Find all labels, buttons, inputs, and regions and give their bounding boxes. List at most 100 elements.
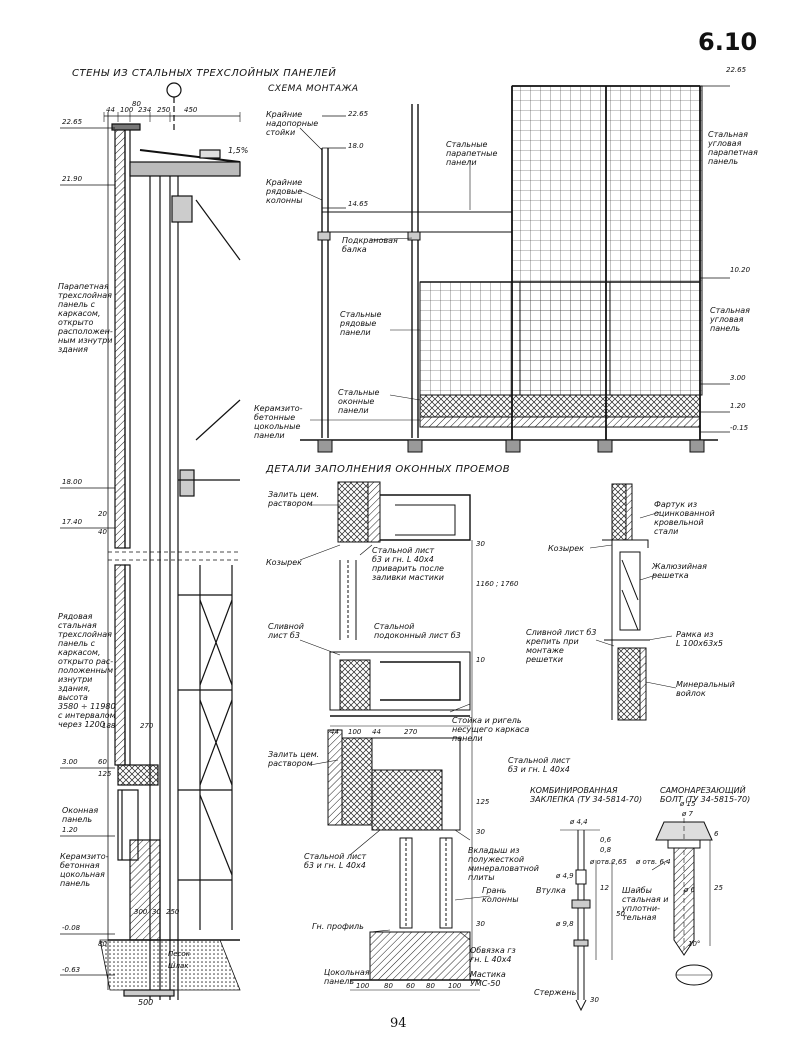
dim-300: 300	[134, 908, 148, 916]
label-podokonny: Стальной подоконный лист б3	[374, 622, 461, 640]
slope-label: 1,5%	[228, 146, 249, 155]
label-row-panel: Рядовая стальная трехслойная панель с ка…	[58, 612, 116, 729]
page-badge: 6.10	[698, 28, 758, 56]
dim-bot-60: 60	[406, 982, 415, 990]
level-1-20: 1.20	[62, 826, 78, 834]
dim-20: 20	[98, 510, 107, 518]
fastener-bolt	[651, 818, 713, 986]
label-steel-sheet-top: Стальной лист б3 и гн. L 40x4 приварить …	[372, 546, 444, 582]
label-steel-sheet-mid: Стальной лист б3 и гн. L 40x4	[508, 756, 571, 774]
level-22-65: 22.65	[62, 118, 83, 126]
level-3-00: 3.00	[62, 758, 78, 766]
dim-125: 125	[98, 770, 112, 778]
dim-80: 80	[98, 940, 107, 948]
label-gn-profil: Гн. профиль	[312, 922, 364, 931]
level-17-40: 17.40	[62, 518, 83, 526]
scheme-level-14-65: 14.65	[348, 200, 369, 208]
label-shaiby: Шайбы стальная и уплотни- тельная	[622, 886, 669, 922]
label-parapet-panel: Парапетная трехслойная панель с каркасом…	[58, 282, 113, 354]
dim-30: 30	[152, 908, 161, 916]
dim-top-450: 450	[184, 106, 198, 114]
bolt-title: САМОНАРЕЗАЮЩИЙ БОЛТ (ТУ 34-5815-70)	[660, 786, 751, 804]
label-kozyrek-right: Козырек	[548, 544, 584, 553]
rivet-dim-d44: ø 4,4	[570, 818, 588, 826]
rivet-dim-06: 0,6	[600, 836, 612, 844]
dim-250: 250	[166, 908, 180, 916]
bolt-dim-d6: ø 6	[684, 886, 695, 894]
label-vtulka: Втулка	[536, 886, 566, 895]
dim-top-80: 80	[132, 100, 141, 108]
dim-mid-125: 125	[476, 798, 490, 806]
rivet-title: КОМБИНИРОВАННАЯ ЗАКЛЕПКА (ТУ 34-5814-70)	[530, 786, 643, 804]
label-ramka: Рамка из L 100x63x5	[676, 630, 724, 648]
label-shlak: Шлак	[168, 962, 189, 970]
label-row-panels: Стальные рядовые панели	[340, 310, 382, 337]
label-pesok: Песок	[168, 950, 190, 958]
dim-vert-span: 1160 ; 1760	[476, 580, 519, 588]
scheme-level-10-20: 10.20	[730, 266, 751, 274]
label-zalit-mid: Залить цем. раствором	[268, 750, 320, 768]
label-gran: Грань колонны	[482, 886, 519, 904]
label-obvyazka: Обвязка гз гн. L 40x4	[470, 946, 516, 964]
dim-40: 40	[98, 528, 107, 536]
rivet-dim-08: 0,8	[600, 846, 612, 854]
level-minus-0-63: -0.63	[62, 966, 81, 974]
level-minus-0-08: -0.08	[62, 924, 81, 932]
dim-bot-100a: 100	[356, 982, 370, 990]
label-sliv-right: Сливной лист б3 крепить при монтаже реше…	[526, 628, 597, 664]
level-21-90: 21.90	[62, 175, 83, 183]
label-window-panels: Стальные оконные панели	[338, 388, 380, 415]
dim-top-44: 44	[106, 106, 115, 114]
dim-188: 188	[102, 722, 116, 730]
dim-mid-100: 100	[348, 728, 362, 736]
label-mineral: Минеральный войлок	[676, 680, 735, 698]
rivet-dim-30: 30	[590, 996, 599, 1004]
dim-mid-44b: 44	[372, 728, 381, 736]
label-tsokol: Цокольная панель	[324, 968, 370, 986]
scheme-level-1-20: 1.20	[730, 402, 746, 410]
label-zhalyuzi: Жалюзийная решетка	[652, 562, 707, 580]
scheme-level-22-65: 22.65	[348, 110, 369, 118]
label-fartuk: Фартук из оцинкованной кровельной стали	[654, 500, 715, 536]
left-wall-section	[60, 82, 241, 1000]
scheme-level-minus-0-15: -0.15	[730, 424, 749, 432]
label-zalit-top: Залить цем. раствором	[268, 490, 320, 508]
label-steel-sheet-bot: Стальной лист б3 и гн. L 40x4	[304, 852, 367, 870]
label-kozyrek: Козырек	[266, 558, 302, 567]
label-sterzhen: Стержень	[534, 988, 577, 997]
label-parapet-panels: Стальные парапетные панели	[446, 140, 498, 167]
rivet-dim-d49: ø 4,9	[556, 872, 574, 880]
level-18-00: 18.00	[62, 478, 83, 486]
dim-mid-270: 270	[404, 728, 418, 736]
fastener-rivet	[560, 829, 613, 1012]
dim-270: 270	[140, 722, 154, 730]
dim-vert-10: 10	[476, 656, 485, 664]
assembly-scheme	[299, 85, 730, 453]
scheme-level-3-00: 3.00	[730, 374, 746, 382]
rivet-dim-12: 12	[600, 884, 609, 892]
window-details	[299, 481, 491, 991]
dim-bot-80a: 80	[384, 982, 393, 990]
dim-top-100: 100	[120, 106, 134, 114]
label-mastika: Мастика УМС-50	[470, 970, 506, 988]
bolt-dim-angle: 10°	[688, 940, 701, 948]
bolt-dim-d7: ø 7	[682, 810, 693, 818]
label-window-panel: Оконная панель	[62, 806, 99, 824]
bolt-dim-25: 25	[714, 884, 723, 892]
dim-top-250: 250	[157, 106, 171, 114]
bolt-dim-6: 6	[714, 830, 719, 838]
title-main: СТЕНЫ ИЗ СТАЛЬНЫХ ТРЕХСЛОЙНЫХ ПАНЕЛЕЙ	[72, 68, 337, 79]
title-details: ДЕТАЛИ ЗАПОЛНЕНИЯ ОКОННЫХ ПРОЕМОВ	[266, 464, 511, 475]
label-sliv: Сливной лист б3	[268, 622, 304, 640]
dim-top-234: 234	[138, 106, 152, 114]
label-vkladysh: Вкладыш из полужесткой минераловатной пл…	[468, 846, 539, 882]
label-ceramsite-panels: Керамзито- бетонные цокольные панели	[254, 404, 303, 440]
dim-vert-30c: 30	[476, 920, 485, 928]
dim-500: 500	[138, 998, 154, 1007]
title-scheme: СХЕМА МОНТАЖА	[268, 84, 359, 94]
label-corner-panel: Стальная угловая панель	[710, 306, 750, 333]
dim-bot-100b: 100	[448, 982, 462, 990]
label-corner-parapet: Стальная угловая парапетная панель	[708, 130, 758, 166]
bolt-dim-d15: ø 15	[680, 800, 696, 808]
